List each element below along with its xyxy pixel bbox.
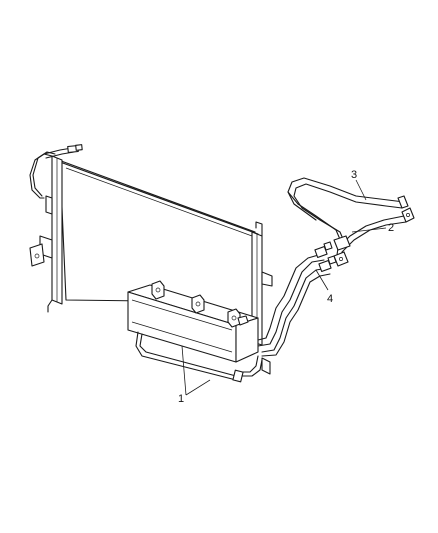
oil-cooler xyxy=(127,280,263,383)
callout-1: 1 xyxy=(178,393,184,405)
callout-2: 2 xyxy=(388,222,394,234)
condenser-core xyxy=(29,144,273,375)
cooler-hoses xyxy=(287,177,415,267)
callout-3: 3 xyxy=(351,169,357,181)
callout-leaders xyxy=(181,179,387,396)
callout-4: 4 xyxy=(327,293,333,305)
cooler-lines xyxy=(257,241,337,357)
